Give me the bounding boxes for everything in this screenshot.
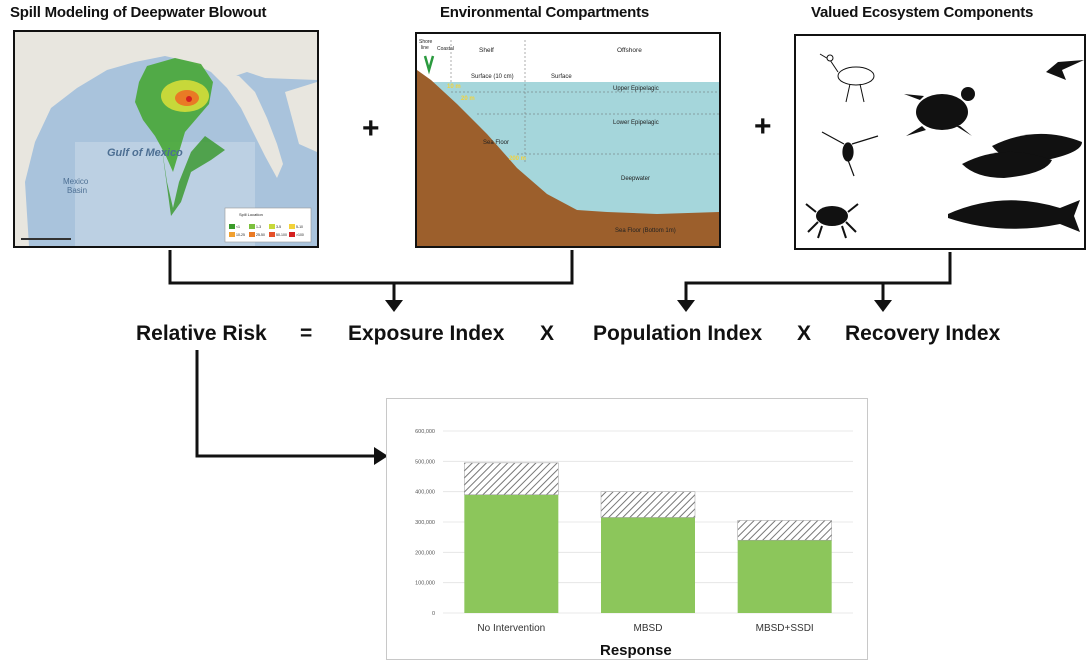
y-tick-label: 200,000: [415, 550, 435, 556]
legend-class-label: >100: [296, 233, 304, 237]
x-tick-label: No Intervention: [477, 623, 546, 634]
spill-map: Gulf of Mexico Mexico Basin Spill Locati…: [15, 32, 317, 246]
shore-label: Shore: [419, 39, 433, 45]
sea-turtle-icon: [904, 87, 975, 136]
mexico-basin-label: Mexico: [63, 177, 89, 186]
valued-ecosystem-components-title: Valued Ecosystem Components: [811, 4, 1034, 21]
crab-icon: [805, 203, 859, 239]
legend-class-label: <1: [236, 225, 240, 229]
recovery-arrow-icon: [874, 300, 892, 312]
swallow-icon: [1046, 60, 1084, 80]
ecosystem-bracket: [684, 252, 952, 304]
atlantic-coast: [285, 82, 317, 152]
bar-hatched-segment: [464, 462, 559, 495]
compartments-diagram: Shore line Coastal Shelf Offshore Surfac…: [417, 34, 719, 246]
legend-class-label: 50-100: [276, 233, 287, 237]
exposure-bracket: [168, 250, 574, 285]
deepwater-label: Deepwater: [621, 176, 650, 182]
legend-swatch: [249, 232, 255, 237]
y-tick-label: 100,000: [415, 581, 435, 587]
mexico-basin-label-2: Basin: [67, 186, 87, 195]
fish-icon: [948, 200, 1080, 232]
gulf-label: Gulf of Mexico: [107, 147, 183, 159]
legend-swatches: <1 1-3 3-5 5-10 10-25 25-50 50-100 >100: [229, 224, 304, 237]
legend-swatch: [229, 232, 235, 237]
x-tick-label: MBSD+SSDI: [755, 623, 814, 634]
exposure-index-term: Exposure Index: [348, 322, 505, 345]
depth-10m-label: 10 m: [447, 84, 461, 90]
scale-bar: [21, 238, 71, 240]
risk-to-chart-arrow-icon: [374, 447, 388, 465]
spill-modeling-title: Spill Modeling of Deepwater Blowout: [10, 4, 267, 21]
environmental-compartments-title: Environmental Compartments: [440, 4, 650, 21]
legend-swatch: [229, 224, 235, 229]
legend-class-label: 25-50: [256, 233, 265, 237]
compartments-panel: Shore line Coastal Shelf Offshore Surfac…: [415, 32, 721, 248]
legend-class-label: 10-25: [236, 233, 245, 237]
coastal-label: Coastal: [437, 46, 454, 52]
population-arrow-icon: [677, 300, 695, 312]
y-tick-label: 300,000: [415, 520, 435, 526]
florida-peninsula: [211, 72, 283, 178]
wading-bird-icon: [819, 53, 875, 103]
dolphin-icon-2: [962, 151, 1052, 178]
plus-sign-2: +: [754, 110, 772, 143]
shelf-label: Shelf: [479, 47, 494, 54]
risk-chart: 0 100,000 200,000 300,000 400,000 500,000 600,…: [386, 398, 868, 660]
y-tick-label: 500,000: [415, 459, 435, 465]
multiply-sign-1: X: [540, 322, 555, 345]
risk-to-chart-line: [195, 350, 378, 458]
legend-class-label: 1-3: [256, 225, 261, 229]
y-tick-label: 600,000: [415, 429, 435, 435]
bar-hatched-segment: [600, 491, 696, 518]
lower-epipelagic-label: Lower Epipelagic: [613, 120, 659, 126]
vec-panel: [794, 34, 1086, 250]
legend-swatch: [269, 224, 275, 229]
bar-primary: [737, 540, 832, 613]
x-tick-label: MBSD: [633, 623, 663, 634]
exposure-arrow-icon: [385, 300, 403, 312]
legend-swatch: [289, 224, 295, 229]
shore-arrow-icon: [423, 55, 435, 75]
multiply-sign-2: X: [797, 322, 812, 345]
shore-label-2: line: [421, 45, 429, 51]
plus-sign-1: +: [362, 112, 380, 145]
vec-silhouettes: [805, 53, 1084, 239]
land-mass: [15, 32, 317, 246]
legend-swatch: [249, 224, 255, 229]
bar-primary: [601, 517, 695, 613]
relative-risk-term: Relative Risk: [136, 322, 267, 345]
offshore-label: Offshore: [617, 47, 642, 54]
risk-chart-plot: 0 100,000 200,000 300,000 400,000 500,000 600,…: [415, 429, 853, 617]
spill-location-marker: [186, 96, 192, 102]
legend-class-label: 5-10: [296, 225, 303, 229]
copepod-icon: [821, 131, 879, 177]
oil-tendrils: [161, 136, 225, 216]
surface-label: Surface: [551, 74, 572, 80]
depth-200m-label: 200 m: [509, 156, 526, 162]
equals-sign: =: [300, 322, 313, 345]
legend-title: Spill Location: [239, 212, 263, 217]
surface-cm-label: Surface (10 cm): [471, 74, 514, 80]
spill-map-panel: Gulf of Mexico Mexico Basin Spill Locati…: [13, 30, 319, 248]
bar-primary: [464, 494, 559, 613]
sea-floor: [417, 70, 719, 246]
map-legend: [224, 207, 312, 243]
upper-epipelagic-label: Upper Epipelagic: [613, 86, 659, 92]
y-tick-label: 400,000: [415, 490, 435, 496]
population-index-term: Population Index: [593, 322, 763, 345]
legend-swatch: [269, 232, 275, 237]
y-tick-label: 0: [432, 611, 435, 617]
sea-floor-bottom-label: Sea Floor (Bottom 1m): [615, 228, 676, 234]
bar-hatched-segment: [737, 520, 832, 541]
depth-20m-label: 20 m: [461, 96, 475, 102]
x-axis-title: Response: [600, 642, 672, 659]
legend-class-label: 3-5: [276, 225, 281, 229]
legend-swatch: [289, 232, 295, 237]
recovery-index-term: Recovery Index: [845, 322, 1001, 345]
sea-floor-label: Sea Floor: [483, 140, 509, 146]
